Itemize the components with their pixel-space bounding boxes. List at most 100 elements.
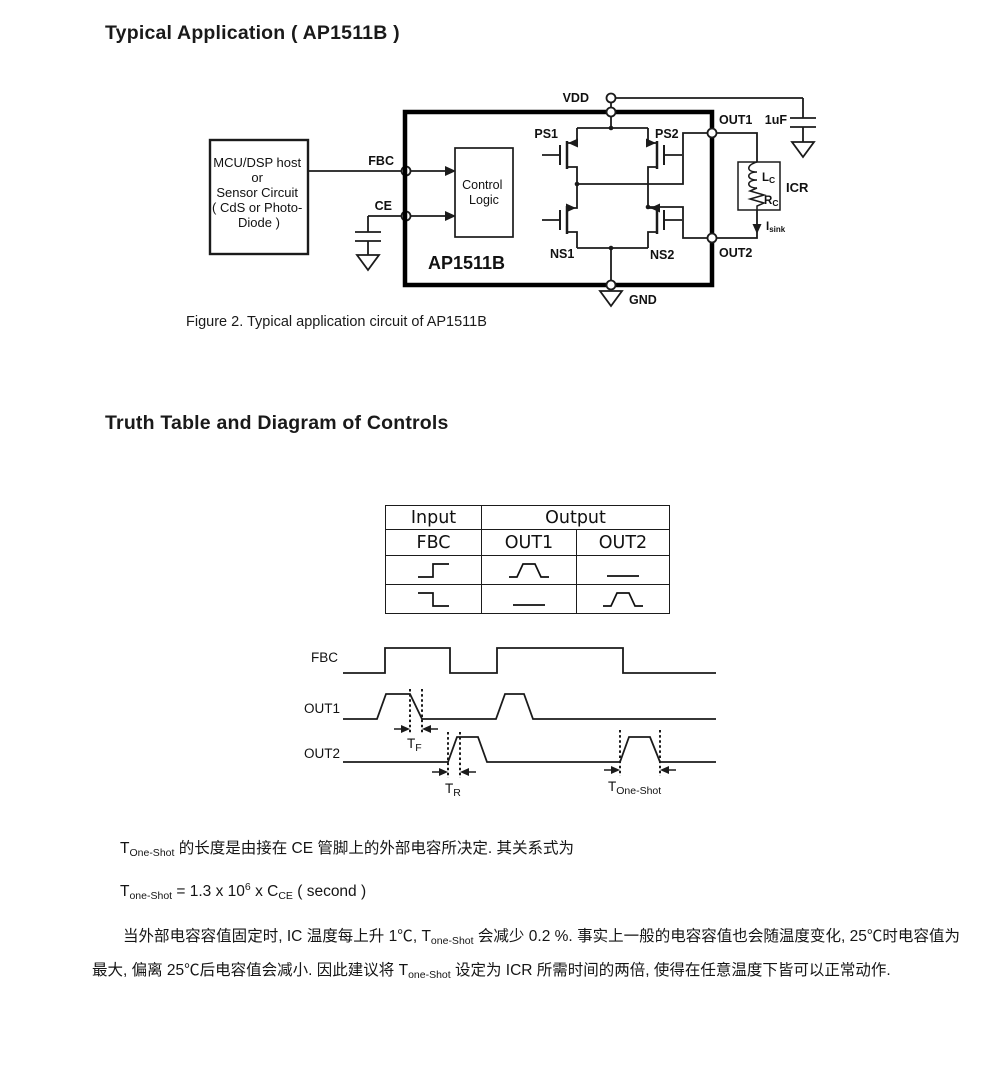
out2-pin-label: OUT2 [719, 246, 752, 260]
timing-diagram: FBC OUT1 OUT2 TF TR TOne-Shot [304, 647, 716, 799]
mcu-source-box-text: MCU/DSP host or Sensor Circuit ( CdS or … [212, 155, 306, 230]
ns1-arrow-icon [566, 203, 576, 213]
resistor-label: RC [764, 195, 778, 208]
fbc-waveform [343, 647, 716, 674]
tone-arrowhead-right-icon [660, 766, 669, 774]
out2-external-wire [717, 210, 758, 239]
tone-shot-label: TOne-Shot [608, 779, 661, 797]
tf-arrowhead-right-icon [422, 725, 431, 733]
equation-text: x C [250, 883, 279, 900]
ns1-drain-lead [567, 184, 578, 209]
cell-pulse-symbol [481, 555, 577, 585]
gnd-pin-circle [605, 279, 617, 291]
tr-label: TR [445, 781, 461, 799]
ns2-arrow-icon [650, 203, 660, 213]
equation-unit: ( second ) [292, 883, 367, 900]
t-subscript: one-Shot [408, 969, 451, 981]
cell-pulse-symbol [576, 584, 670, 614]
t-subscript: One-Shot [129, 847, 175, 859]
tone-shot-equation: Tone-Shot = 1.3 x 106 x CCE ( second ) [120, 881, 366, 902]
truth-table-col-out2: OUT2 [576, 529, 670, 556]
out1-internal-wire [577, 132, 707, 185]
ce-ground-icon [355, 254, 381, 272]
cell-rising-edge-symbol [385, 555, 482, 585]
ps2-drain-lead [647, 166, 657, 208]
timing-label-out1: OUT1 [304, 701, 340, 716]
ps1-drain-lead [567, 166, 578, 184]
ns2-source-lead [647, 231, 657, 248]
t-symbol: T [120, 883, 130, 900]
section-title-typical-application: Typical Application ( AP1511B ) [105, 22, 400, 44]
isink-arrow-icon [752, 224, 762, 234]
gnd-label: GND [629, 293, 657, 307]
truth-table: Input Output FBC OUT1 OUT2 [385, 505, 670, 614]
resistor-zigzag-icon [747, 187, 767, 210]
inductor-coil-icon [748, 161, 758, 189]
pulse-icon [509, 563, 549, 578]
truth-table-col-out1: OUT1 [481, 529, 577, 556]
cell-low-symbol [481, 584, 577, 614]
out1-pin-circle [706, 127, 718, 139]
cell-low-symbol [576, 555, 670, 585]
chip-name-label: AP1511B [428, 253, 505, 273]
section-title-truth-table: Truth Table and Diagram of Controls [105, 412, 449, 434]
exponent: 6 [244, 881, 251, 893]
ce-arrowhead-icon [445, 211, 456, 221]
icr-label: ICR [786, 180, 809, 195]
tr-arrowhead-right-icon [460, 768, 469, 776]
t-symbol: T [120, 840, 130, 857]
out2-internal-wire [648, 206, 707, 239]
mcu-source-box [208, 138, 310, 256]
isink-label: Isink [766, 221, 786, 234]
bypass-cap-value: 1uF [765, 113, 788, 127]
ps2-label: PS2 [655, 127, 679, 141]
paragraph-text: 设定为 ICR 所需时间的两倍, 使得在任意温度下皆可以正常动作. [450, 962, 891, 979]
out1-waveform [343, 693, 716, 720]
truth-table-col-fbc: FBC [385, 529, 482, 556]
falling-edge-icon [417, 592, 449, 607]
control-logic-text: Control Logic [462, 178, 506, 207]
truth-table-header-output: Output [481, 505, 670, 530]
paragraph-text: 会减少 0.2 %. 事实上一般的电容容值也会随温度变化, 25℃时电容值为最大… [92, 928, 960, 979]
paragraph-text: 当外部电容容值固定时, IC 温度每上升 1℃, T [123, 928, 431, 945]
ps2-arrow-icon [646, 138, 656, 148]
table-row [385, 584, 670, 614]
bypass-ground-icon [790, 141, 816, 159]
description-text: 的长度是由接在 CE 管脚上的外部电容所决定. 其关系式为 [174, 840, 574, 857]
ps1-label: PS1 [534, 127, 558, 141]
figure-caption: Figure 2. Typical application circuit of… [186, 314, 487, 330]
equation-text: = 1.3 x 10 [172, 883, 245, 900]
application-circuit-diagram: MCU/DSP host or Sensor Circuit ( CdS or … [208, 91, 816, 308]
inductor-label: LC [762, 172, 775, 185]
tone-arrowhead-left-icon [611, 766, 620, 774]
temperature-note-paragraph: 当外部电容容值固定时, IC 温度每上升 1℃, Tone-Shot 会减少 0… [92, 922, 960, 990]
pulse-icon [603, 592, 643, 607]
timing-label-out2: OUT2 [304, 746, 340, 761]
tr-arrowhead-left-icon [439, 768, 448, 776]
ps1-arrow-icon [568, 138, 578, 148]
tf-arrowhead-left-icon [401, 725, 410, 733]
gnd-ground-icon [598, 290, 624, 308]
ns1-label: NS1 [550, 247, 574, 261]
cce-subscript: CE [278, 890, 293, 902]
table-row [385, 555, 670, 585]
vdd-node-circle [605, 92, 617, 104]
t-subscript: one-Shot [430, 935, 474, 947]
vdd-label: VDD [563, 91, 589, 105]
cell-falling-edge-symbol [385, 584, 482, 614]
ns2-label: NS2 [650, 248, 674, 262]
tf-label: TF [407, 736, 422, 754]
ce-pin-label: CE [375, 199, 392, 213]
control-logic-box [454, 147, 514, 238]
t-subscript: one-Shot [129, 890, 173, 902]
out2-pin-circle [706, 232, 718, 244]
fbc-pin-label: FBC [368, 154, 394, 168]
fbc-arrowhead-icon [445, 166, 456, 176]
out1-external-wire [717, 132, 758, 162]
out2-waveform [343, 736, 716, 763]
out1-pin-label: OUT1 [719, 113, 752, 127]
tone-shot-description-line: TOne-Shot 的长度是由接在 CE 管脚上的外部电容所决定. 其关系式为 [120, 836, 574, 859]
ns1-source-lead [567, 231, 578, 248]
rising-edge-icon [417, 563, 449, 578]
